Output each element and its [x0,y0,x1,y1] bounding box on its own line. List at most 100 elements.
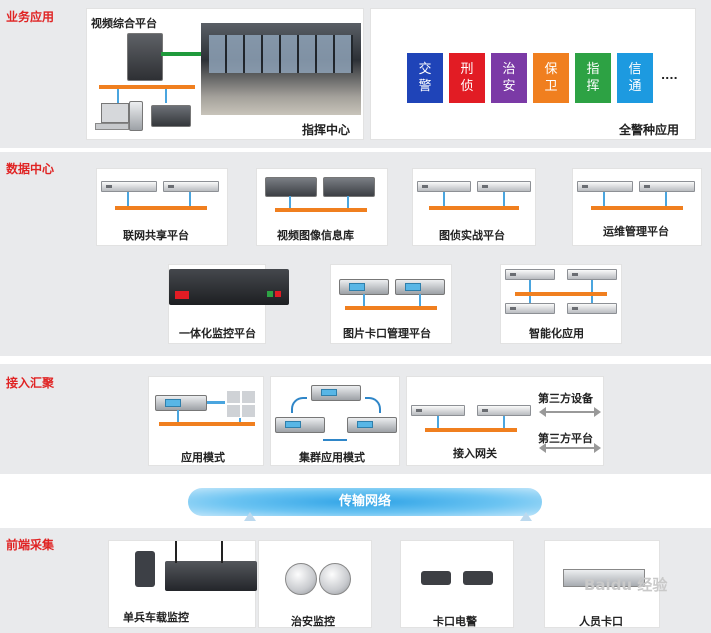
server-icon [163,181,219,192]
bus-bar [425,428,517,432]
access-label-cluster: 集群应用模式 [299,451,365,464]
fe-public-security: 治安监控 [258,540,372,628]
third-party-device-arrow [539,407,601,417]
police-app-command: 指挥 [575,53,611,103]
third-party-platform-label: 第三方平台 [538,432,593,445]
link-line [347,196,349,208]
device-port [275,291,281,297]
link-line [117,89,119,103]
link-line [603,192,605,206]
server-icon [101,181,157,192]
command-center-panel: 视频综合平台 指挥中心 [86,8,364,140]
device-port [267,291,273,297]
fe-label-mobile: 单兵车载监控 [123,611,189,624]
link-line [127,192,129,206]
link-line [207,401,225,404]
server-screen [321,389,337,396]
dc-intelligent-apps: 智能化应用 [500,264,622,344]
dc-sharing-platform: 联网共享平台 [96,168,228,246]
computer-tower-icon [129,101,143,131]
platform-cabinet-icon [127,33,163,81]
server-icon [477,405,531,416]
link-line [529,280,531,303]
link-line [165,89,167,103]
storage-array-icon [265,177,317,197]
link-line [591,280,593,303]
video-wall-screens [209,35,353,73]
network-cloud [188,488,542,516]
access-app-mode: 应用模式 [148,376,264,466]
fe-label-checkpoint: 卡口电警 [433,615,477,628]
access-gateway: 接入网关 [406,376,604,466]
uplink-arrow-icon [244,512,256,521]
police-app-security: 治安 [491,53,527,103]
link-line [177,410,179,422]
server-screen [405,283,421,291]
server-screen [165,399,181,407]
server-icon [411,405,465,416]
fe-mobile-vehicle: 单兵车载监控 [108,540,257,628]
server-icon [567,303,617,314]
computer-icon [101,103,129,123]
dc-integrated-monitor: 一体化监控平台 [168,264,289,344]
server-screen [349,283,365,291]
link-line [419,294,421,306]
handheld-unit-icon [135,551,155,587]
dc-investigation-platform: 图侦实战平台 [412,168,536,246]
bus-bar [275,208,367,212]
access-label-gateway: 接入网关 [453,447,497,460]
all-police-apps-label: 全警种应用 [619,123,680,137]
dc-label-library: 视频图像信息库 [277,229,354,242]
fe-personnel-checkpoint: 人员卡口 [544,540,660,628]
server-icon [577,181,633,192]
bus-bar [159,422,255,426]
section-title-frontend: 前端采集 [6,538,55,552]
dc-checkpoint-platform: 图片卡口管理平台 [330,264,452,344]
police-apps-panel: 交警 刑侦 治安 保卫 指挥 信通 .... 全警种应用 [370,8,696,140]
command-center-label: 指挥中心 [302,123,351,137]
device-badge [175,291,189,299]
section-title-datacenter: 数据中心 [6,162,55,176]
dc-label-integrated: 一体化监控平台 [179,327,256,340]
server-icon [567,269,617,280]
box-camera-icon [421,571,451,585]
server-icon [505,269,555,280]
dc-label-intelligent: 智能化应用 [529,327,584,340]
link-line [665,192,667,206]
access-label-app-mode: 应用模式 [181,451,225,464]
server-icon [417,181,471,192]
watermark: Baidu 经验 [584,576,668,594]
police-app-comm: 信通 [617,53,653,103]
server-screen [357,421,373,428]
dc-ops-platform: 运维管理平台 [572,168,702,246]
server-icon [477,181,531,192]
link-line [437,416,439,428]
link-line [363,294,365,306]
police-app-criminal: 刑侦 [449,53,485,103]
server-icon [505,303,555,314]
bus-bar [99,85,195,89]
fe-label-security: 治安监控 [291,615,335,628]
network-label: 传输网络 [338,494,391,509]
gate-icon [563,569,645,587]
fe-label-personnel: 人员卡口 [579,615,623,628]
access-cluster-mode: 集群应用模式 [270,376,400,466]
dc-label-sharing: 联网共享平台 [123,229,189,242]
uplink-arrow-icon [520,512,532,521]
antenna-icon [175,541,177,563]
link-line [289,196,291,208]
cluster-arrow-left [291,397,307,413]
integrated-device-icon [169,269,289,305]
video-platform-label: 视频综合平台 [91,17,157,30]
cluster-arrow-right [365,397,381,413]
dc-label-checkpoint: 图片卡口管理平台 [343,327,431,340]
control-keyboard-icon [151,105,191,127]
section-title-access: 接入汇聚 [6,376,55,390]
bus-bar [591,206,683,210]
windows-icon [227,391,255,417]
dc-video-image-library: 视频图像信息库 [256,168,388,246]
bus-bar [515,292,607,296]
bus-bar [429,206,519,210]
third-party-platform-arrow [539,443,601,453]
section-title-business: 业务应用 [6,10,55,24]
